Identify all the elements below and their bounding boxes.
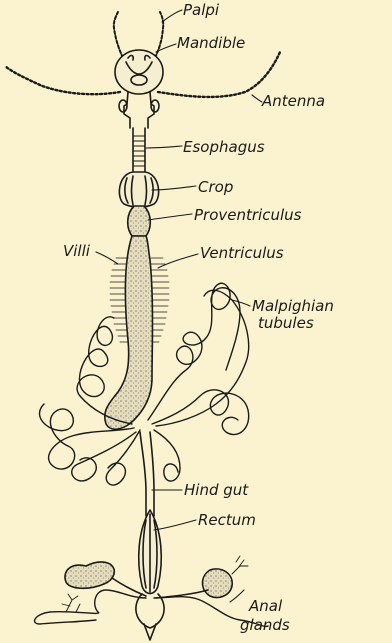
label-crop: Crop — [198, 179, 233, 195]
antenna-right — [158, 52, 280, 97]
head — [115, 50, 163, 128]
label-antenna: Antenna — [262, 93, 325, 109]
label-mandible: Mandible — [177, 35, 245, 51]
esophagus — [133, 128, 145, 172]
anal-end — [136, 594, 164, 640]
label-ventriculus: Ventriculus — [200, 245, 284, 261]
label-palpi: Palpi — [183, 2, 219, 18]
label-malpighian-2: tubules — [258, 315, 314, 331]
label-anal-2: glands — [240, 617, 290, 633]
antenna-left — [5, 66, 120, 94]
label-proventriculus: Proventriculus — [194, 207, 301, 223]
label-hind-gut: Hind gut — [184, 482, 248, 498]
hind-gut — [140, 432, 154, 516]
label-malpighian-1: Malpighian — [252, 298, 334, 314]
rectum — [139, 510, 162, 594]
label-esophagus: Esophagus — [183, 139, 265, 155]
proventriculus — [128, 206, 151, 236]
label-villi: Villi — [63, 243, 90, 259]
label-anal-1: Anal — [249, 598, 282, 614]
label-rectum: Rectum — [198, 512, 256, 528]
